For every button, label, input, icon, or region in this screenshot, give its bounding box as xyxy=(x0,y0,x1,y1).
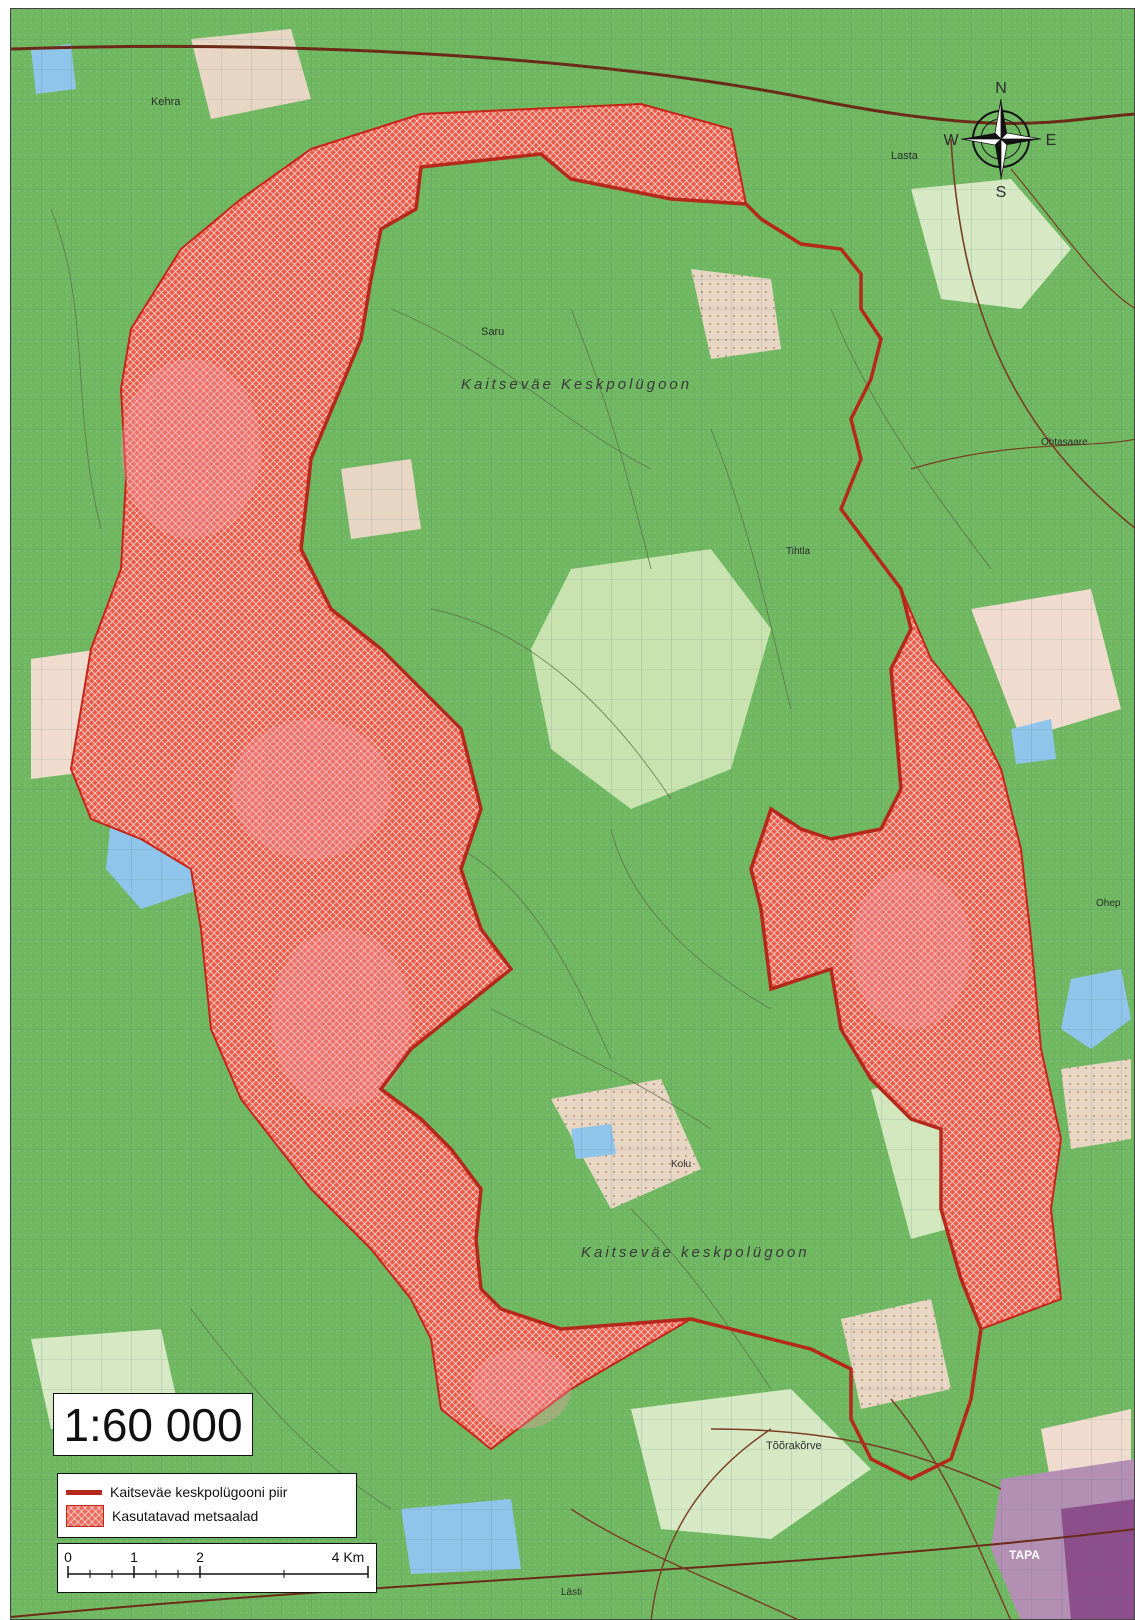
place-label-tapa: TAPA xyxy=(1009,1548,1040,1562)
compass-w-label: W xyxy=(943,132,959,149)
place-label-toorakorve: Tõõrakõrve xyxy=(766,1440,822,1452)
scalebar-tick-0: 0 xyxy=(64,1549,72,1565)
place-label-saru: Saru xyxy=(481,326,504,338)
polygon-boundary[interactable] xyxy=(299,152,983,1481)
use-area-tint xyxy=(121,359,971,1429)
compass-e-label: E xyxy=(1046,132,1057,149)
place-label-lasta: Lasta xyxy=(891,150,919,162)
place-label-tihtla: Tihtla xyxy=(786,546,811,557)
scalebar-tick-4km: 4 Km xyxy=(332,1549,365,1565)
legend-boundary-label: Kaitseväe keskpolügooni piir xyxy=(110,1484,288,1500)
legend-forest-label: Kasutatavad metsaalad xyxy=(112,1508,259,1524)
compass-n-label: N xyxy=(995,80,1007,97)
legend-boundary-symbol xyxy=(66,1489,102,1495)
compass-s-label: S xyxy=(996,184,1007,201)
place-labels: Kehra Lasta Saru Ohtasaare Tihtla Ohep K… xyxy=(151,96,1121,1598)
legend-forest-symbol xyxy=(66,1505,104,1527)
place-label-kolu: Kolu xyxy=(671,1159,691,1170)
distance-scalebar: 0 1 2 4 Km xyxy=(57,1543,377,1593)
place-label-kehra: Kehra xyxy=(151,96,181,108)
scale-ratio-box: 1:60 000 xyxy=(53,1393,253,1456)
place-label-ohep: Ohep xyxy=(1096,898,1121,909)
place-label-ohtasaare: Ohtasaare xyxy=(1041,437,1088,448)
legend-row-boundary: Kaitseväe keskpolügooni piir xyxy=(66,1480,348,1504)
place-label-lasti: Lästi xyxy=(561,1587,582,1598)
region-label-north: Kaitseväe Keskpolügoon xyxy=(461,376,692,393)
legend-row-forest: Kasutatavad metsaalad xyxy=(66,1504,348,1528)
compass-rose: N S E W xyxy=(943,80,1056,201)
scalebar-tick-1: 1 xyxy=(130,1549,138,1565)
topographic-map[interactable]: N S E W Kehra Lasta Saru Ohtasaare Tihtl… xyxy=(11,9,1135,1620)
map-legend: Kaitseväe keskpolügooni piir Kasutatavad… xyxy=(57,1473,357,1538)
map-frame[interactable]: N S E W Kehra Lasta Saru Ohtasaare Tihtl… xyxy=(10,8,1135,1620)
region-label-south: Kaitseväe keskpolügoon xyxy=(581,1244,810,1261)
scale-ratio-text: 1:60 000 xyxy=(63,1398,243,1451)
scalebar-tick-2: 2 xyxy=(196,1549,204,1565)
